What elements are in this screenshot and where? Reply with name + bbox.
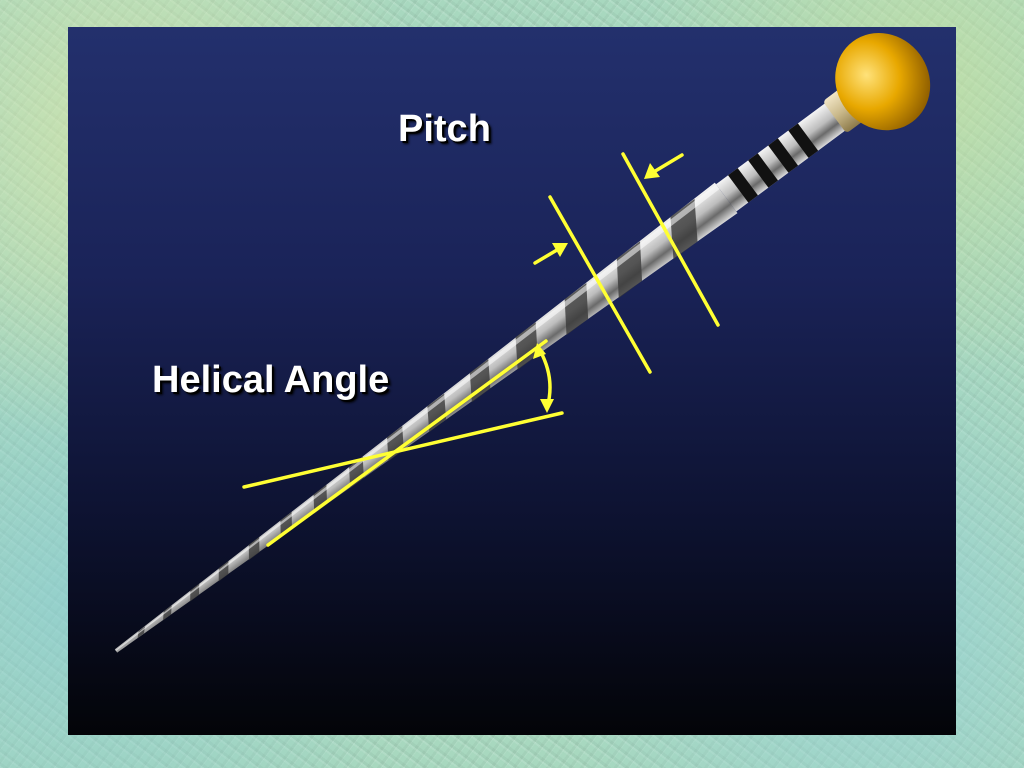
diagram-slide: Pitch Helical Angle [68, 27, 956, 735]
pitch-line-lower [548, 195, 652, 374]
helical-angle-arrow-bottom [540, 399, 554, 413]
helical-axis-line [242, 411, 564, 489]
depth-ring [728, 168, 758, 203]
pitch-line-upper [621, 152, 720, 327]
depth-ring [768, 138, 799, 173]
pitch-arrow-upper-head [644, 163, 660, 179]
gold-handle-icon [835, 32, 931, 131]
depth-ring [788, 123, 819, 158]
depth-ring [748, 153, 779, 188]
helical-angle-label: Helical Angle [152, 359, 390, 401]
pitch-arrow-upper-shaft [650, 153, 684, 175]
helical-angle-arrow-top [533, 343, 546, 359]
pitch-arrow-lower-head [552, 243, 568, 257]
instrument-diagram [114, 32, 931, 653]
file-highlight [115, 184, 720, 651]
pitch-label: Pitch [398, 108, 491, 150]
helical-flute-line [266, 339, 548, 547]
annotation-arrowheads [533, 163, 660, 413]
file-blade [114, 182, 738, 653]
annotation-lines [242, 152, 720, 547]
file-neck [824, 88, 865, 132]
